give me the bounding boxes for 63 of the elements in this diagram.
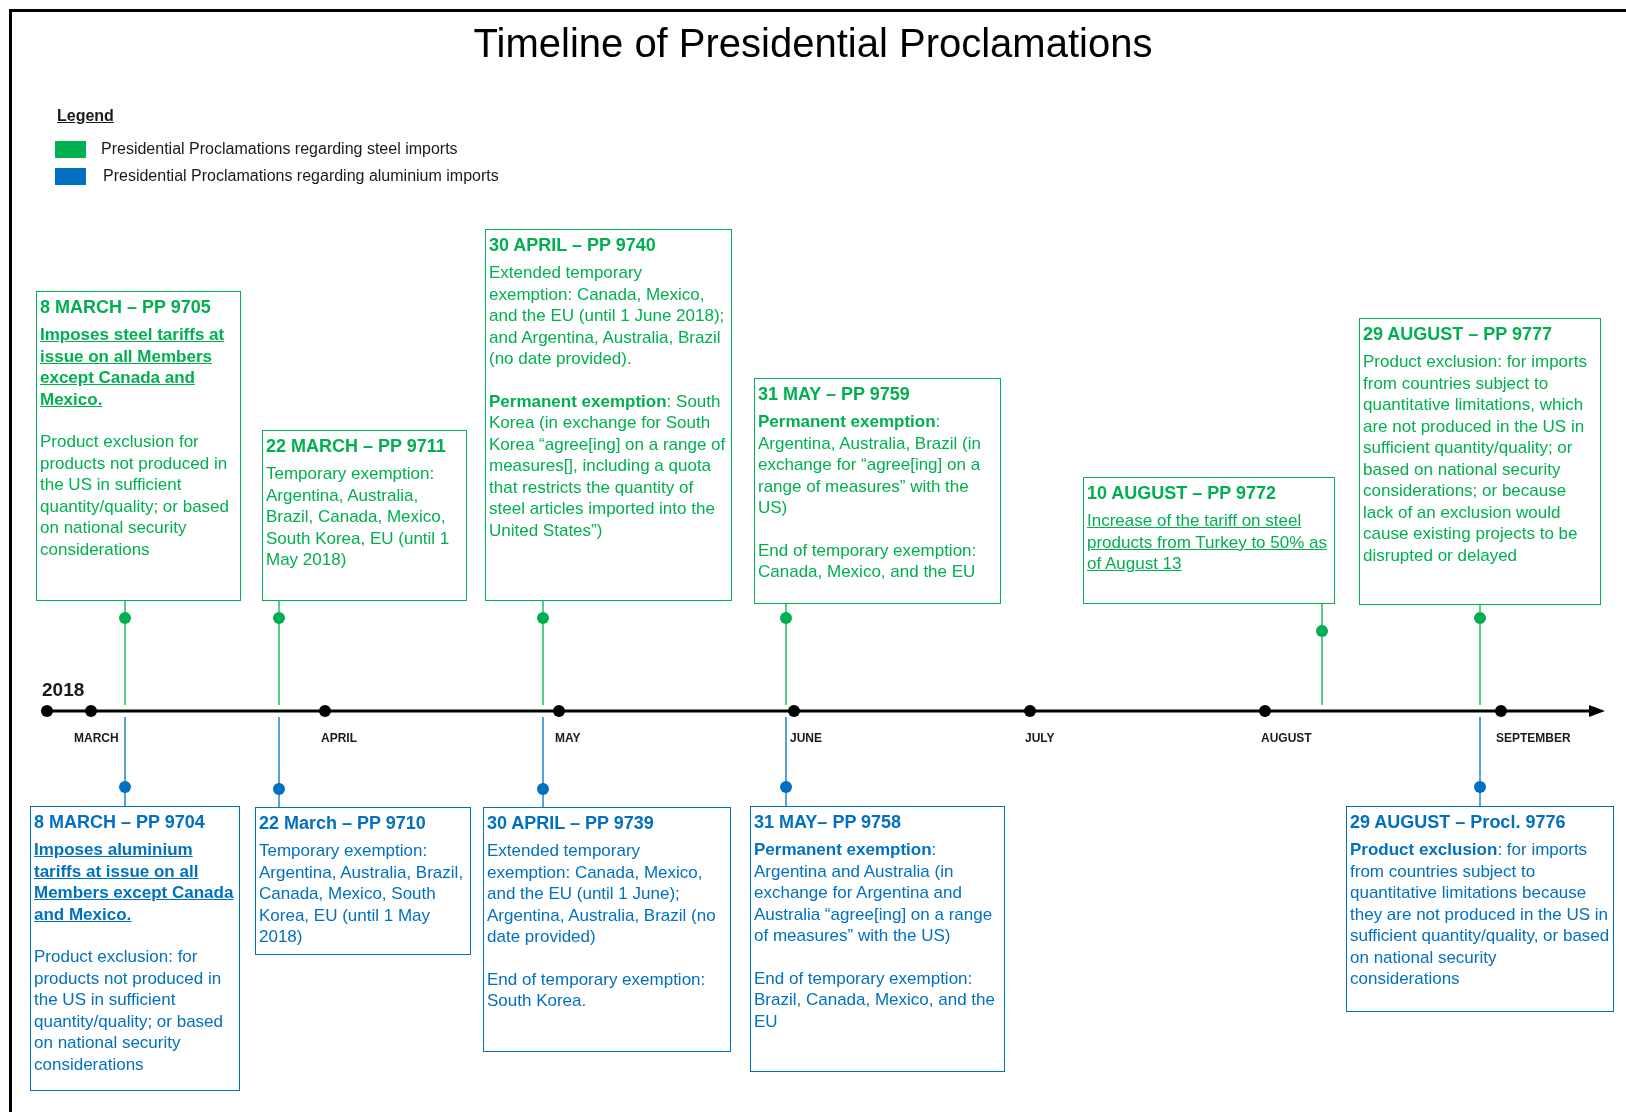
pin-line	[537, 716, 549, 808]
event-box	[30, 806, 240, 1091]
event-heading: 29 AUGUST – PP 9777	[1363, 323, 1554, 345]
month-label: JULY	[1025, 730, 1055, 747]
event-description: Imposes steel tariffs at issue on all Members except Canada and Mexico.	[40, 324, 226, 410]
pin-line	[537, 600, 549, 706]
legend-text: Presidential Proclamations regarding steel imports	[101, 139, 458, 159]
event-description: Imposes aluminium tariffs at issue on all Members except Canada and Mexico.	[34, 839, 235, 925]
pin-line	[780, 716, 792, 807]
month-label: JUNE	[790, 730, 822, 747]
event-heading: 31 MAY– PP 9758	[754, 811, 903, 833]
event-description: End of temporary exemption: Brazil, Canada, Mexico, and the EU	[754, 967, 996, 1032]
pin-line	[273, 600, 285, 706]
event-description: End of temporary exemption: Canada, Mexico, and the EU	[758, 539, 978, 583]
pin-line	[780, 603, 792, 706]
event-box	[36, 291, 241, 601]
event-heading: 22 MARCH – PP 9711	[266, 435, 447, 457]
event-description: Extended temporary exemption: Canada, Mexico, and the EU (until 1 June); Argentina, Australia, Brazil (no date provided)	[487, 840, 717, 948]
year-label: 2018	[42, 678, 85, 702]
event-description: Increase of the tariff on steel products from Turkey to 50% as of August 13	[1087, 510, 1328, 575]
pin-line	[119, 600, 131, 706]
event-box	[750, 806, 1005, 1072]
event-box	[1083, 477, 1335, 604]
event-box	[754, 378, 1001, 604]
event-heading: 8 MARCH – PP 9704	[34, 811, 206, 833]
event-description: End of temporary exemption: South Korea.	[487, 968, 707, 1012]
month-label: AUGUST	[1261, 730, 1312, 747]
event-heading: 29 AUGUST – Procl. 9776	[1350, 811, 1567, 833]
legend-heading: Legend	[57, 106, 114, 126]
event-heading: 30 APRIL – PP 9740	[489, 234, 657, 256]
event-description: Permanent exemption: South Korea (in exchange for South Korea “agree[ing] on a range of measures[], including a quota that restricts the quantity of steel articles imported into the United States”)	[489, 390, 727, 541]
event-box	[255, 807, 471, 955]
event-description: Extended temporary exemption: Canada, Mexico, and the EU (until 1 June 2018); and Argentina, Australia, Brazil (no date provided).	[489, 262, 726, 370]
event-heading: 8 MARCH – PP 9705	[40, 296, 212, 318]
pin-line	[1316, 603, 1328, 706]
event-box	[1346, 806, 1614, 1012]
event-heading: 31 MAY – PP 9759	[758, 383, 911, 405]
event-description: Temporary exemption: Argentina, Australia, Brazil, Canada, Mexico, South Korea, EU (until 1 May 2018)	[259, 840, 465, 948]
event-box	[483, 807, 731, 1052]
event-box	[485, 229, 732, 601]
pin-line	[119, 716, 131, 807]
event-heading: 22 March – PP 9710	[259, 812, 427, 834]
pin-line	[273, 716, 285, 808]
month-label: MARCH	[74, 730, 119, 747]
timeline-arrow	[39, 705, 1605, 717]
event-heading: 10 AUGUST – PP 9772	[1087, 482, 1278, 504]
event-description: Permanent exemption: Argentina, Australia, Brazil (in exchange for “agree[ing] on a range of measures” with the US)	[758, 411, 982, 519]
event-description: Product exclusion: for imports from countries subject to quantitative limitations because they are not produced in the US in sufficient quantity/quality, or based on national security considerations	[1350, 839, 1610, 990]
month-label: APRIL	[321, 730, 357, 747]
title: Timeline of Presidential Proclamations	[472, 20, 1154, 67]
pin-line	[1474, 604, 1486, 706]
month-label: MAY	[555, 730, 581, 747]
legend-text: Presidential Proclamations regarding aluminium imports	[103, 166, 499, 186]
event-box	[1359, 318, 1601, 605]
event-description: Temporary exemption: Argentina, Australia, Brazil, Canada, Mexico, South Korea, EU (until 1 May 2018)	[266, 463, 451, 571]
event-heading: 30 APRIL – PP 9739	[487, 812, 655, 834]
pin-line	[1474, 716, 1486, 807]
event-description: Permanent exemption: Argentina and Australia (in exchange for Argentina and Australia “agree[ing] on a range of measures” with the US)	[754, 839, 994, 947]
event-box	[262, 430, 467, 601]
month-label: SEPTEMBER	[1496, 730, 1571, 747]
event-description: Product exclusion for products not produced in the US in sufficient quantity/quality; or based on national security considerations	[40, 431, 230, 560]
event-description: Product exclusion: for products not produced in the US in sufficient quantity/quality; or based on national security considerations	[34, 946, 224, 1075]
event-description: Product exclusion: for imports from countries subject to quantitative limitations, which are not produced in the US in sufficient quantity/quality; or based on national security considerations; or because lack of an exclusion would cause existing projects to be disrupted or delayed	[1363, 351, 1588, 566]
